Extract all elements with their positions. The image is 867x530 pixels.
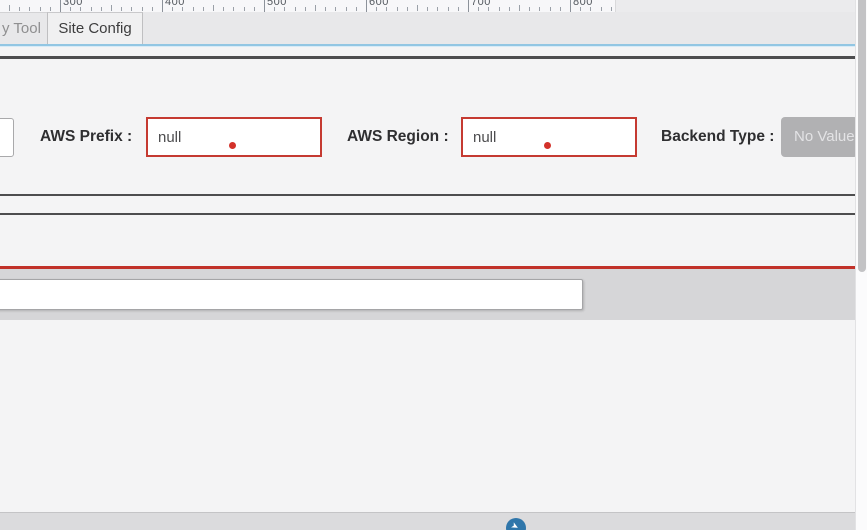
aws-prefix-label: AWS Prefix : [40,128,133,145]
ruler-minor-tick [580,7,582,11]
ruler-minor-tick [610,7,612,11]
ruler-minor-tick [447,7,449,11]
ruler-minor-tick [9,5,10,11]
ruler-minor-tick [233,7,235,11]
ruler-minor-tick [396,7,398,11]
ruler-major-tick [162,0,163,12]
ruler-minor-tick [386,7,388,11]
ruler-label: 600 [369,0,389,8]
ruler-minor-tick [121,7,123,11]
ruler-minor-tick [70,7,72,11]
ruler-minor-tick [49,7,51,11]
ruler-minor-tick [478,7,480,11]
ruler-minor-tick [539,7,541,11]
ruler-minor-tick [151,7,153,11]
text-input[interactable] [0,279,583,310]
aws-region-label: AWS Region : [347,128,449,145]
ruler-major-tick [468,0,469,12]
aws-region-input[interactable] [461,117,637,157]
ruler-minor-tick [355,7,357,11]
ruler-minor-tick [498,7,500,11]
bottom-divider [0,512,855,513]
ruler-minor-tick [600,7,602,11]
ruler-minor-tick [590,7,592,11]
section-divider-mid-2 [0,213,855,215]
ruler-minor-tick [284,7,286,11]
error-dot [229,142,236,149]
ruler-label: 800 [573,0,593,8]
bottom-band [0,513,855,530]
section-divider-top [0,56,855,59]
ruler-minor-tick [19,7,21,11]
ruler-minor-tick [202,7,204,11]
ruler-minor-tick [549,7,551,11]
ruler-minor-tick [488,7,490,11]
up-arrow-icon: ➤ [509,519,521,530]
ruler-minor-tick [223,7,225,11]
aws-prefix-input[interactable] [146,117,322,157]
ruler-minor-tick [427,7,429,11]
error-dot [544,142,551,149]
ruler-minor-tick [417,5,418,11]
horizontal-ruler: 300 400 500 600 700 800 [0,0,616,12]
ruler-minor-tick [131,7,133,11]
ruler-label: 500 [267,0,287,8]
ruler-minor-tick [172,7,174,11]
vertical-scrollbar-track[interactable] [855,0,867,530]
tab-underline [0,44,855,47]
ruler-minor-tick [519,5,520,11]
ruler-minor-tick [345,7,347,11]
tab-tool[interactable]: y Tool [0,12,47,44]
vertical-scrollbar-thumb[interactable] [858,0,866,272]
ruler-minor-tick [253,7,255,11]
ruler-major-tick [366,0,367,12]
ruler-minor-tick [315,5,316,11]
ruler-major-tick [570,0,571,12]
ruler-minor-tick [508,7,510,11]
ruler-major-tick [60,0,61,12]
section-divider-mid-1 [0,194,855,196]
tab-site-config[interactable]: Site Config [47,12,143,44]
ruler-minor-tick [213,5,214,11]
ruler-minor-tick [29,7,31,11]
backend-type-label: Backend Type : [661,128,775,145]
clipped-input-left[interactable] [0,118,14,157]
ruler-minor-tick [39,7,41,11]
ruler-strip: 300 400 500 600 700 800 [0,0,855,12]
footer-action-button[interactable]: ➤ [506,518,526,530]
ruler-label: 400 [165,0,185,8]
tab-bar: y Tool Site Config [0,12,855,44]
ruler-minor-tick [141,7,143,11]
ruler-minor-tick [100,7,102,11]
ruler-minor-tick [376,7,378,11]
ruler-minor-tick [274,7,276,11]
ruler-minor-tick [192,7,194,11]
ruler-minor-tick [111,5,112,11]
ruler-minor-tick [437,7,439,11]
ruler-minor-tick [90,7,92,11]
ruler-minor-tick [457,7,459,11]
ruler-minor-tick [406,7,408,11]
ruler-minor-tick [294,7,296,11]
ruler-label: 700 [471,0,491,8]
ruler-minor-tick [304,7,306,11]
ruler-minor-tick [325,7,327,11]
ruler-minor-tick [529,7,531,11]
backend-type-no-value-button[interactable]: No Value [781,117,858,157]
red-divider [0,266,855,269]
ruler-label: 300 [63,0,83,8]
ruler-minor-tick [335,7,337,11]
ruler-minor-tick [80,7,82,11]
ruler-minor-tick [182,7,184,11]
ruler-minor-tick [559,7,561,11]
ruler-minor-tick [243,7,245,11]
ruler-major-tick [264,0,265,12]
